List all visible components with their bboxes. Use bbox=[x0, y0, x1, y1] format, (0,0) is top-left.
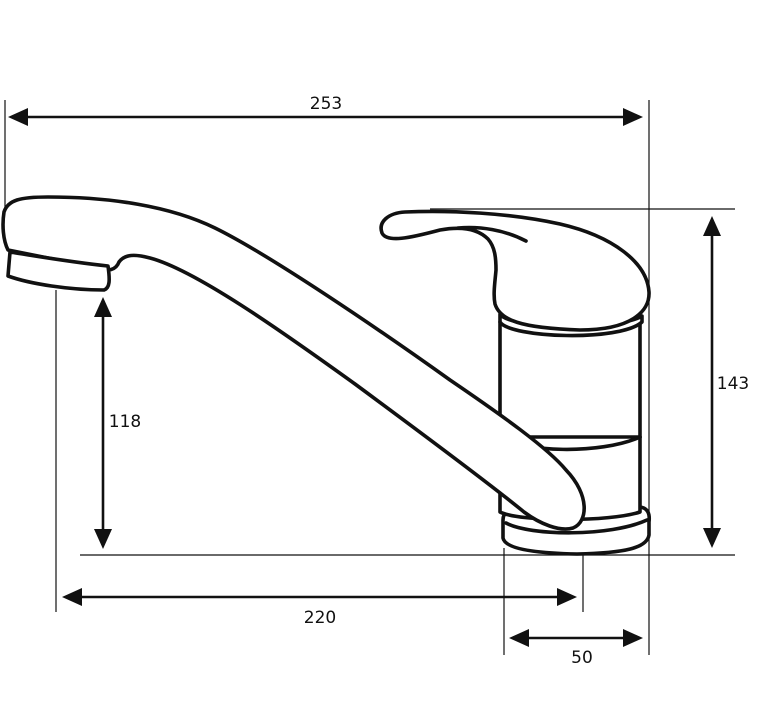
spout-aerator bbox=[6, 250, 111, 292]
arrow-head-down bbox=[703, 528, 721, 548]
faucet-handle bbox=[379, 209, 651, 332]
total-height-label: 143 bbox=[717, 374, 749, 394]
base-diameter-label: 50 bbox=[571, 648, 593, 668]
faucet-spout bbox=[1, 195, 586, 531]
dimension-base-diameter: 50 bbox=[509, 629, 643, 668]
arrow-head-up bbox=[94, 297, 112, 317]
arrow-head-left bbox=[62, 588, 82, 606]
arrow-head-left bbox=[509, 629, 529, 647]
arrow-head-right bbox=[557, 588, 577, 606]
dimension-spout-reach: 220 bbox=[62, 588, 577, 628]
spout-reach-label: 220 bbox=[304, 608, 336, 628]
dimension-spout-height: 118 bbox=[94, 297, 141, 549]
arrow-head-down bbox=[94, 529, 112, 549]
extension-lines bbox=[4, 100, 735, 655]
faucet-illustration bbox=[1, 195, 652, 556]
arrow-head-up bbox=[703, 216, 721, 236]
arrow-head-right bbox=[623, 629, 643, 647]
dimension-total-height: 143 bbox=[703, 216, 749, 548]
arrow-head-left bbox=[8, 108, 28, 126]
dimension-total-width: 253 bbox=[8, 94, 643, 126]
arrow-head-right bbox=[623, 108, 643, 126]
total-width-label: 253 bbox=[310, 94, 342, 114]
spout-height-label: 118 bbox=[109, 412, 141, 432]
